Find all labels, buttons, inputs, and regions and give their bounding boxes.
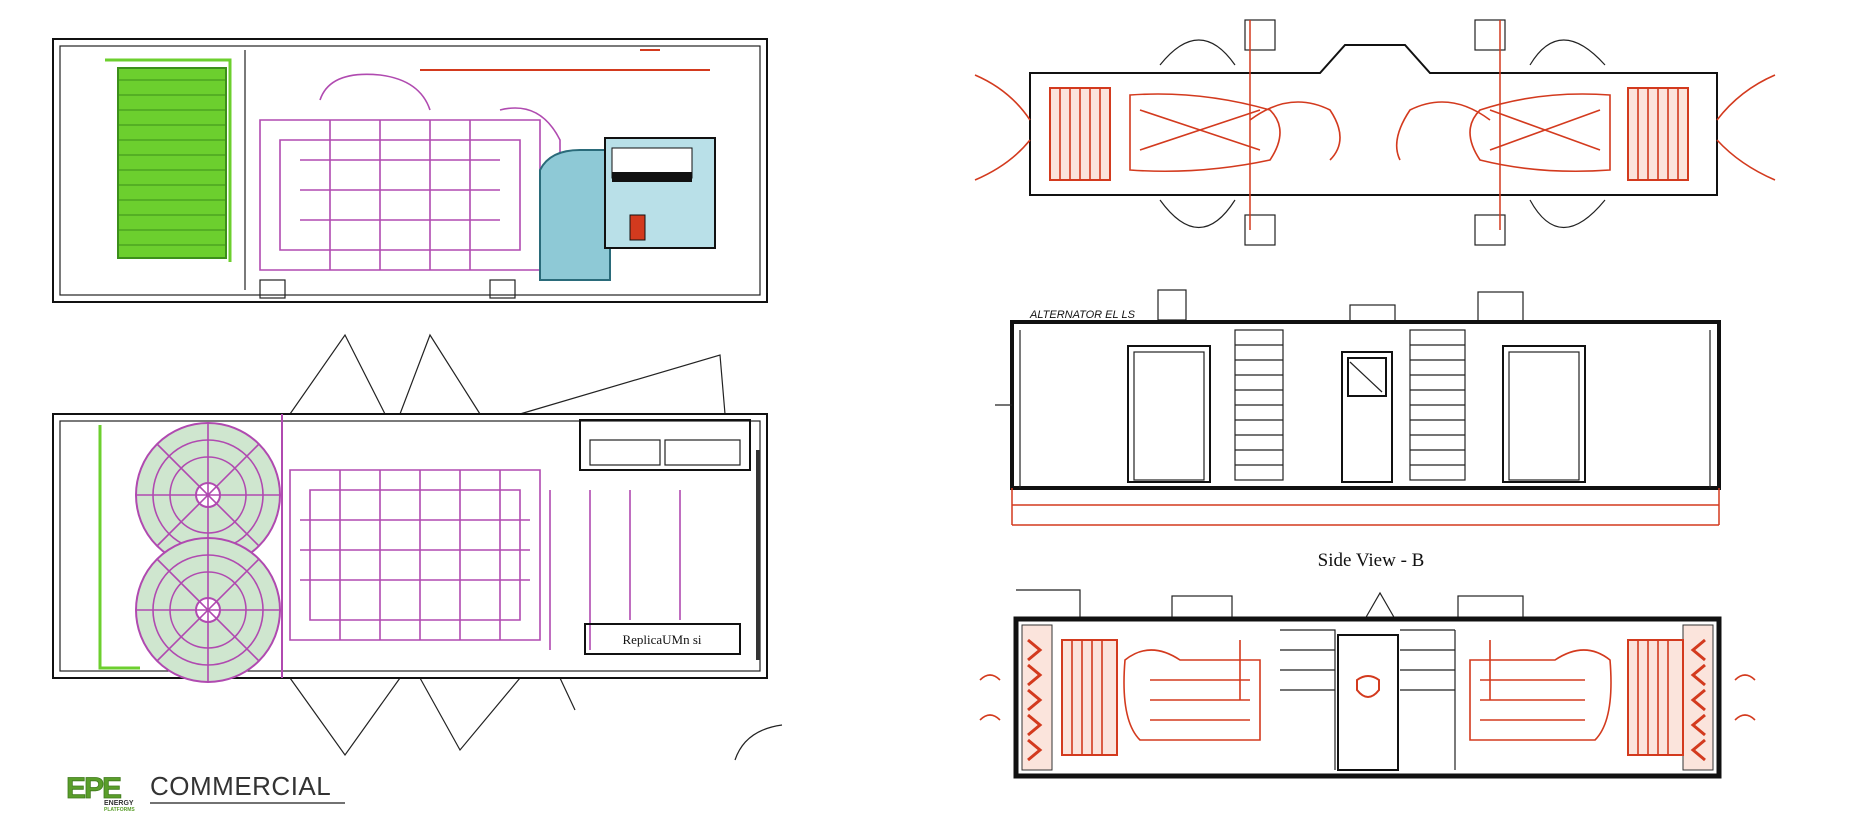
radiator-right xyxy=(1627,87,1689,181)
equipment-label: ReplicaUMn si xyxy=(622,632,701,647)
logo-subtext-platforms: PLATFORMS xyxy=(104,807,135,813)
side-view-caption: Side View - B xyxy=(1318,550,1425,571)
side-elevation-view: ALTERNATOR EL LS xyxy=(995,289,1721,526)
side-section-view xyxy=(979,589,1756,779)
logo-text: EPE xyxy=(66,772,121,805)
green-radiator xyxy=(117,67,227,259)
brand-tagline: COMMERCIAL xyxy=(150,771,331,801)
radiator-left xyxy=(1049,87,1111,181)
logo-subtext-energy: ENERGY xyxy=(104,800,134,807)
louver-left xyxy=(1234,329,1284,481)
door-left xyxy=(1127,345,1211,483)
door-right xyxy=(1502,345,1586,483)
brand-logo: EPE ENERGY PLATFORMS COMMERCIAL xyxy=(66,771,345,813)
bottom-left-plan-view: ReplicaUMn si xyxy=(52,333,783,761)
cooling-fan-2 xyxy=(135,537,281,683)
cooling-fan-1 xyxy=(135,422,281,568)
elevation-header-label: ALTERNATOR EL LS xyxy=(1029,309,1136,321)
top-left-plan-view xyxy=(52,38,768,303)
louver-right xyxy=(1409,329,1466,481)
top-right-plan-view xyxy=(974,19,1776,246)
